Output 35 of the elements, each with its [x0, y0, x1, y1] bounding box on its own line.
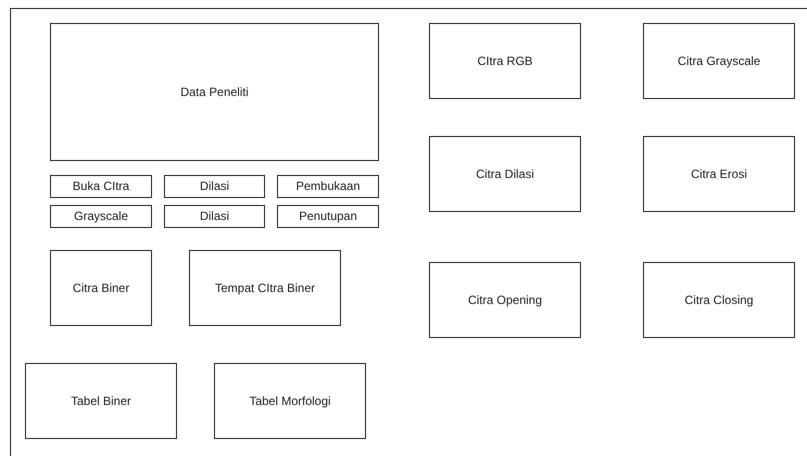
menu-box — [50, 175, 152, 198]
box-label: Tempat CItra Biner — [214, 280, 316, 296]
menu-box — [277, 205, 379, 228]
process-box — [429, 23, 581, 99]
box-label: Buka CItra — [72, 179, 130, 194]
frame-box — [10, 8, 807, 456]
menu-box — [50, 205, 152, 228]
box-label: CItra RGB — [477, 54, 533, 68]
process-box — [50, 23, 379, 161]
box-label: Citra Dilasi — [476, 166, 534, 182]
process-box — [429, 136, 581, 212]
process-box — [25, 363, 177, 439]
box-label: Citra Biner — [72, 280, 130, 296]
box-label: Tabel Biner — [70, 394, 132, 408]
menu-box — [277, 175, 379, 198]
menu-box — [164, 175, 265, 198]
process-box — [214, 363, 366, 439]
process-box — [643, 23, 795, 99]
box-label: Tabel Morfologi — [249, 394, 331, 408]
box-label: Grayscale — [74, 209, 128, 224]
process-box — [50, 250, 152, 326]
box-label: Data Peneliti — [180, 84, 249, 100]
process-box — [643, 136, 795, 212]
process-box — [429, 262, 581, 338]
box-label: Dilasi — [200, 209, 230, 224]
menu-box — [164, 205, 265, 228]
box-label: Dilasi — [200, 179, 230, 194]
process-box — [189, 250, 341, 326]
box-label: Citra Grayscale — [678, 54, 760, 68]
box-label: Pembukaan — [296, 179, 360, 194]
box-label: Citra Closing — [684, 292, 754, 308]
box-label: Citra Opening — [468, 292, 542, 308]
box-label: Citra Erosi — [690, 166, 747, 182]
process-box — [643, 262, 795, 338]
box-label: Penutupan — [298, 209, 358, 224]
